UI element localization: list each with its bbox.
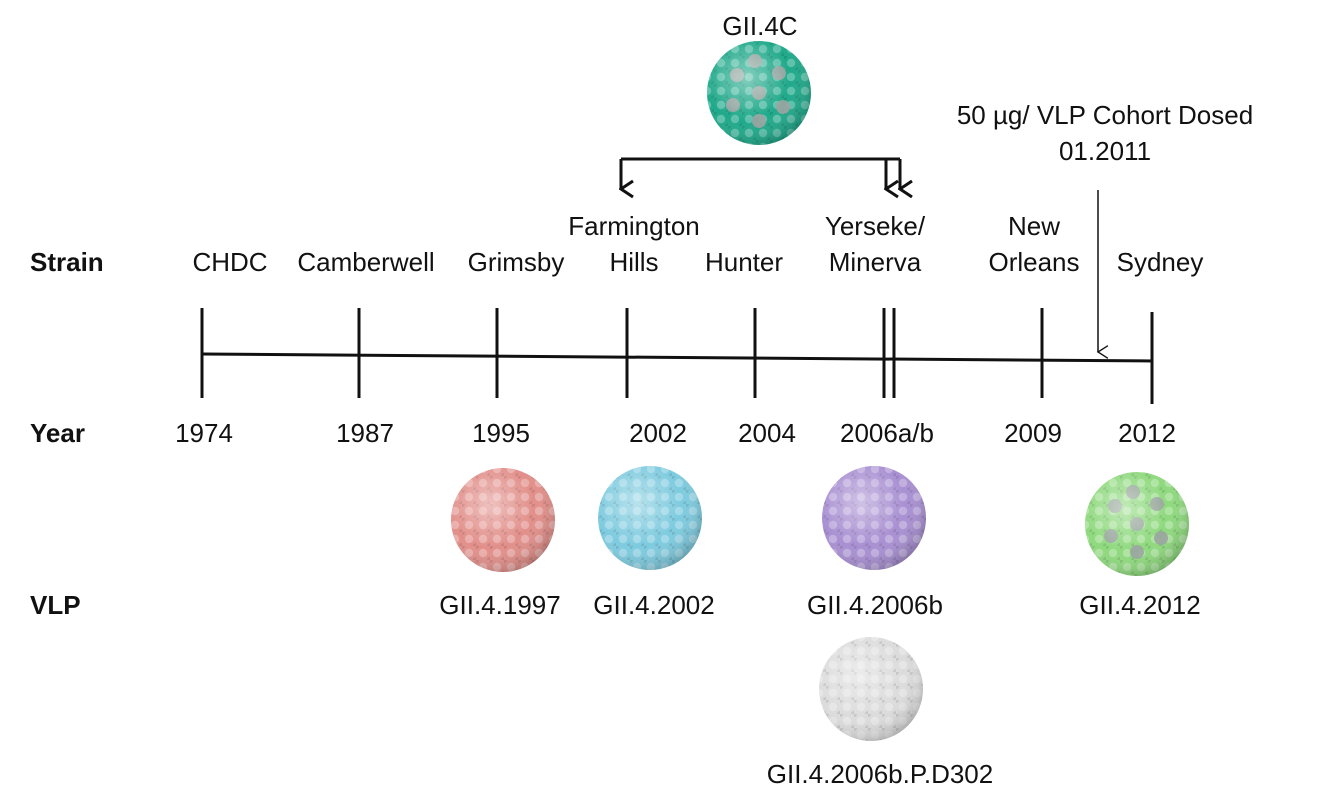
vlp-label-2006b-pd302: GII.4.2006b.P.D302 [766, 759, 994, 789]
strain-name-sydney: Sydney [1116, 247, 1204, 277]
vlp-label-2002: GII.4.2002 [593, 590, 715, 620]
chimera-particle [707, 41, 811, 145]
strain-name-farmington-line2: Hills [609, 247, 659, 277]
year-2004: 2004 [738, 418, 796, 448]
vlp-label-2006b: GII.4.2006b [807, 590, 943, 620]
vlp-label-1997: GII.4.1997 [439, 590, 561, 620]
strain-name-chdc: CHDC [192, 247, 268, 277]
year-2006ab: 2006a/b [840, 418, 934, 448]
year-2009: 2009 [1004, 418, 1062, 448]
strain-name-yerseke: Yerseke/ [824, 211, 926, 241]
chimera-bracket [621, 157, 900, 189]
vlp-particle-2002 [598, 466, 702, 570]
strain-name-hunter: Hunter [704, 247, 784, 277]
strain-name-minerva: Minerva [828, 247, 922, 277]
strain-name-camberwell: Camberwell [297, 247, 435, 277]
vlp-label-2012: GII.4.2012 [1079, 590, 1201, 620]
cohort-note-line1: 50 µg/ VLP Cohort Dosed [956, 100, 1254, 130]
year-2012: 2012 [1118, 418, 1176, 448]
strain-name-grimsby: Grimsby [467, 247, 565, 277]
strain-name-farmington-line1: Farmington [568, 211, 700, 241]
cohort-note-line2: 01.2011 [1058, 136, 1152, 166]
row-header-year: Year [30, 418, 85, 448]
year-1987: 1987 [336, 418, 394, 448]
vlp-particle-2006b [822, 466, 926, 570]
timeline-axis [201, 352, 1154, 363]
strain-name-new-orleans-line2: Orleans [988, 247, 1080, 277]
year-1974: 1974 [175, 418, 233, 448]
strain-name-new-orleans-line1: New [1007, 211, 1060, 241]
year-1995: 1995 [472, 418, 530, 448]
chimera-label: GII.4C [722, 11, 798, 41]
vlp-particle-2012 [1085, 472, 1189, 576]
row-header-vlp: VLP [30, 590, 81, 620]
year-ticks [200, 308, 1154, 404]
year-2002: 2002 [629, 418, 687, 448]
row-header-strain: Strain [30, 247, 104, 277]
vlp-particle-1997 [451, 468, 555, 572]
vlp-particle-2006b-pd302 [819, 637, 923, 741]
